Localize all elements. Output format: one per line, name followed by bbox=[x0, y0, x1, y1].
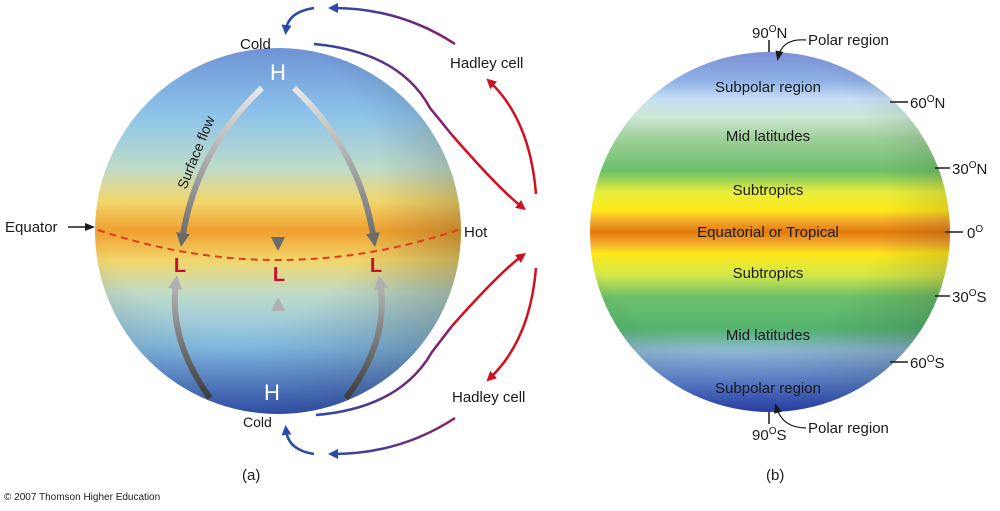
polar-region-south-pointer bbox=[773, 403, 807, 429]
hadley-top-rising-flow bbox=[486, 78, 538, 195]
lat-label-60s: 60OS bbox=[910, 354, 944, 372]
hadley-bottom-poleward-flow bbox=[315, 325, 453, 417]
polar-region-north-label: Polar region bbox=[808, 32, 889, 49]
polar-region-south-label: Polar region bbox=[808, 420, 889, 437]
hadley-bottom-upper-flow bbox=[328, 416, 456, 459]
cold-label-bottom: Cold bbox=[243, 414, 272, 430]
band-equatorial-tropical: Equatorial or Tropical bbox=[697, 224, 839, 241]
copyright-notice: © 2007 Thomson Higher Education bbox=[4, 492, 160, 503]
surface-flow-arrow-ne bbox=[291, 85, 380, 247]
band-subtropics-south: Subtropics bbox=[733, 265, 804, 282]
polar-region-north-pointer bbox=[775, 39, 807, 61]
lat-label-90n: 90ON bbox=[752, 24, 787, 42]
hadley-top-sinking-flow bbox=[281, 6, 315, 35]
lat-label-30s: 30OS bbox=[952, 288, 986, 306]
lat-label-30n: 30ON bbox=[952, 160, 987, 178]
cold-label-top: Cold bbox=[240, 36, 271, 53]
lat-label-90s: 90OS bbox=[752, 426, 786, 444]
high-pressure-bottom: H bbox=[264, 380, 280, 405]
panel-b-caption: (b) bbox=[766, 467, 784, 484]
globe-b-shading bbox=[590, 52, 950, 412]
panel-a-caption: (a) bbox=[242, 467, 260, 484]
low-pressure-east: L bbox=[370, 255, 382, 277]
hot-label: Hot bbox=[464, 224, 488, 241]
surface-flow-arrow-nw bbox=[176, 85, 265, 247]
low-pressure-west: L bbox=[174, 255, 186, 277]
hadley-bottom-equatorward-flow bbox=[451, 253, 527, 327]
hadley-top-poleward-flow bbox=[313, 42, 453, 136]
equator-dashed-line bbox=[97, 229, 459, 261]
hadley-cell-top-label: Hadley cell bbox=[450, 55, 523, 72]
hadley-bottom-sinking-flow bbox=[281, 425, 315, 456]
hadley-cell-bottom-label: Hadley cell bbox=[452, 389, 525, 406]
band-subpolar-north: Subpolar region bbox=[715, 79, 821, 96]
band-mid-latitudes-north: Mid latitudes bbox=[726, 128, 810, 145]
band-mid-latitudes-south: Mid latitudes bbox=[726, 327, 810, 344]
band-subtropics-north: Subtropics bbox=[733, 182, 804, 199]
band-subpolar-south: Subpolar region bbox=[715, 380, 821, 397]
low-pressure-center: L bbox=[273, 264, 285, 286]
hadley-cell-top: Hadley cell bbox=[281, 3, 538, 211]
lat-label-0: 0O bbox=[967, 224, 983, 242]
hadley-bottom-rising-flow bbox=[486, 267, 538, 382]
hadley-top-upper-flow bbox=[328, 3, 456, 46]
panel-b: Subpolar region Mid latitudes Subtropics… bbox=[590, 24, 987, 484]
surface-flow-arrow-se bbox=[343, 275, 389, 400]
panel-a: H H L L L Surface flow Cold Cold Hot Equ… bbox=[5, 3, 538, 484]
hadley-cell-bottom: Hadley cell bbox=[281, 253, 538, 459]
lat-label-60n: 60ON bbox=[910, 94, 945, 112]
surface-flow-arrow-sw bbox=[168, 275, 213, 400]
high-pressure-top: H bbox=[270, 60, 286, 85]
equator-label: Equator bbox=[5, 219, 58, 236]
hadley-top-equatorward-flow bbox=[451, 134, 526, 211]
